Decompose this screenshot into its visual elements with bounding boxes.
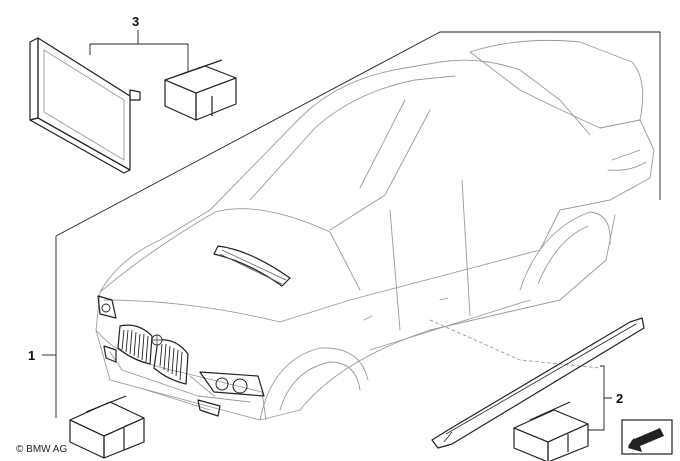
callout-3: 3 <box>132 14 139 29</box>
kidney-grille-right <box>153 339 189 385</box>
callout-1: 1 <box>28 348 35 363</box>
part-2-box <box>513 401 589 461</box>
headlight-left <box>97 295 117 319</box>
leader-3 <box>89 30 189 72</box>
part-2-side-skirt <box>431 317 645 449</box>
part-3-panel <box>29 37 141 174</box>
kidney-grille-left <box>117 324 153 365</box>
front-fog-lights <box>103 345 221 417</box>
leader-2 <box>588 365 612 431</box>
callout-2: 2 <box>616 391 623 406</box>
arrow-icon <box>621 419 673 455</box>
car-body-outline <box>95 39 655 421</box>
headlight-right <box>199 371 265 397</box>
part-1-box <box>69 395 145 459</box>
copyright-notice: © BMW AG <box>16 444 68 455</box>
hood-air-intake <box>213 245 291 287</box>
bmw-roundel-icon <box>151 334 163 346</box>
part-3-box <box>164 59 237 121</box>
kit-outline-frame <box>55 31 661 418</box>
